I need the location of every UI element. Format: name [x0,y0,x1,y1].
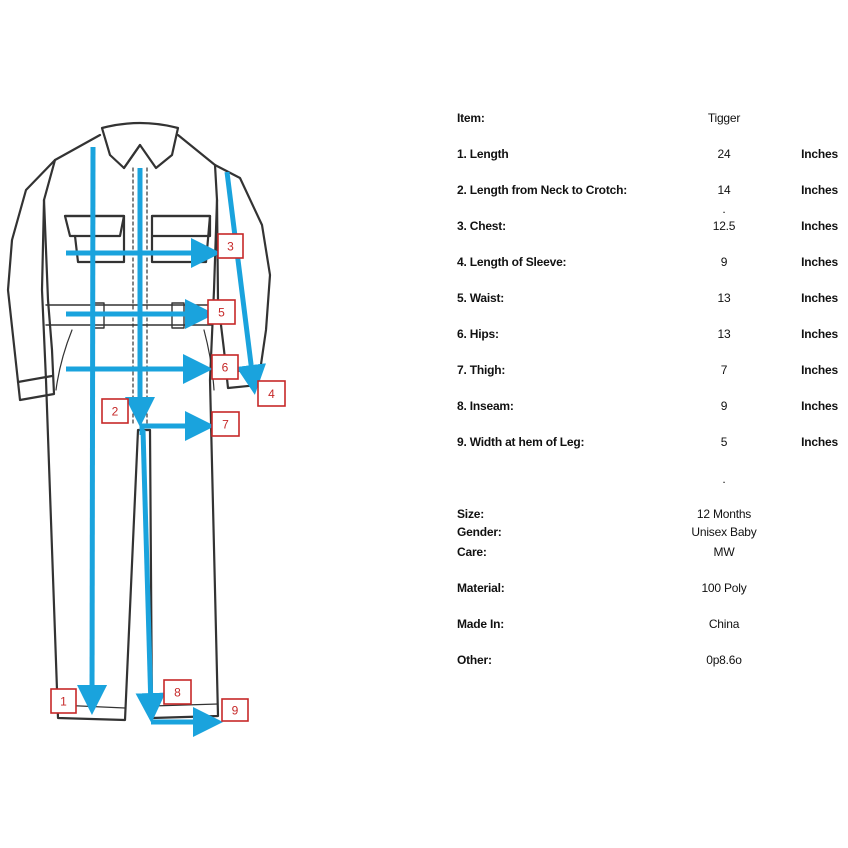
svg-text:5: 5 [218,306,225,320]
detail-label: Size: [457,507,485,521]
detail-row: Made In: China [457,615,842,633]
item-label: Item: [457,111,485,125]
svg-text:8: 8 [174,686,181,700]
detail-label: Made In: [457,617,505,631]
measurement-row: 1. Length 24 Inches [457,145,842,163]
measurement-row: 4. Length of Sleeve: 9 Inches [457,253,842,271]
detail-value: MW [713,545,735,559]
marker-9: 9 [221,698,249,722]
item-value: Tigger [707,111,741,125]
measurement-value: 12.5 [712,219,736,233]
svg-text:7: 7 [222,418,229,432]
detail-label: Care: [457,545,487,559]
detail-value: Unisex Baby [691,525,757,539]
measurement-row: 3. Chest: 12.5 Inches [457,217,842,235]
measurement-row: 6. Hips: 13 Inches [457,325,842,343]
measurement-label: 5. Waist: [457,291,505,305]
marker-6: 6 [211,354,239,380]
coverall-measurement-diagram: 1 2 3 4 5 6 7 8 9 [6,121,286,737]
marker-7: 7 [211,411,240,437]
measurement-unit: Inches [801,219,838,233]
marker-8: 8 [163,679,192,705]
measurement-row: 9. Width at hem of Leg: 5 Inches [457,433,842,451]
separator-dot: . [722,202,726,216]
measurement-unit: Inches [801,291,838,305]
svg-text:9: 9 [232,704,239,718]
svg-text:2: 2 [112,405,119,419]
svg-text:1: 1 [60,695,67,709]
measurement-value: 5 [720,435,728,449]
svg-text:6: 6 [222,361,229,375]
detail-label: Other: [457,653,492,667]
detail-label: Material: [457,581,505,595]
measurement-value: 14 [717,183,731,197]
detail-row: Material: 100 Poly [457,579,842,597]
svg-text:3: 3 [227,240,234,254]
item-row: Item: Tigger [457,109,842,127]
separator-dot: . [722,472,726,486]
measurement-row: 2. Length from Neck to Crotch: 14 Inches [457,181,842,199]
measurement-label: 3. Chest: [457,219,506,233]
marker-2: 2 [101,398,129,424]
measurement-label: 8. Inseam: [457,399,514,413]
measurement-value: 9 [720,399,728,413]
arrow-1-length [77,146,108,715]
measurement-value: 9 [720,255,728,269]
marker-1: 1 [50,688,77,714]
arrow-8-inseam [135,429,166,723]
svg-text:4: 4 [268,387,275,401]
measurement-label: 6. Hips: [457,327,499,341]
measurement-label: 9. Width at hem of Leg: [457,435,585,449]
detail-label: Gender: [457,525,502,539]
measurement-unit: Inches [801,399,838,413]
detail-value: 0p8.6o [706,653,742,667]
detail-value: China [708,617,740,631]
measurement-label: 2. Length from Neck to Crotch: [457,183,628,197]
measurement-unit: Inches [801,147,838,161]
measurement-unit: Inches [801,255,838,269]
measurement-unit: Inches [801,363,838,377]
detail-value: 100 Poly [701,581,747,595]
measurement-value: 24 [717,147,731,161]
measurement-value: 7 [720,363,728,377]
measurement-label: 7. Thigh: [457,363,506,377]
detail-value: 12 Months [696,507,752,521]
measurement-unit: Inches [801,327,838,341]
measurement-value: 13 [717,327,731,341]
measurement-row: 7. Thigh: 7 Inches [457,361,842,379]
measurement-row: 5. Waist: 13 Inches [457,289,842,307]
measurement-unit: Inches [801,183,838,197]
marker-4: 4 [257,380,286,407]
measurement-label: 1. Length [457,147,509,161]
detail-row: Size: 12 Months [457,505,842,523]
measurement-row: 8. Inseam: 9 Inches [457,397,842,415]
detail-row: Gender: Unisex Baby [457,523,842,541]
measurement-unit: Inches [801,435,838,449]
measurement-markers: 1 2 3 4 5 6 7 8 9 [50,233,286,722]
detail-row: Other: 0p8.6o [457,651,842,669]
measurement-arrows [66,146,267,737]
arrow-4-sleeve [224,171,267,395]
marker-5: 5 [207,299,236,325]
marker-3: 3 [217,233,244,259]
detail-row: Care: MW [457,543,842,561]
measurement-label: 4. Length of Sleeve: [457,255,567,269]
measurement-value: 13 [717,291,731,305]
